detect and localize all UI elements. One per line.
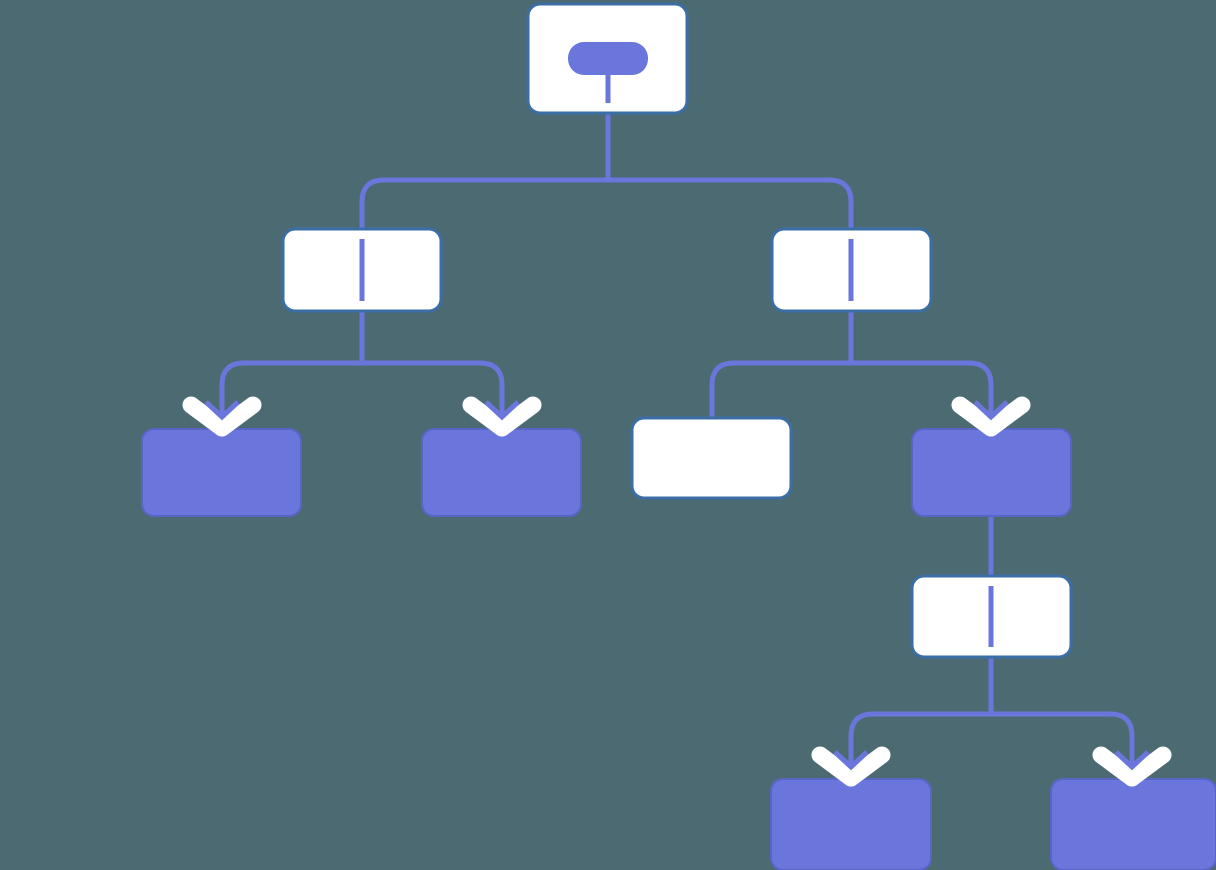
level3-node-c[interactable] xyxy=(630,416,793,500)
arrow-marker-level5-left xyxy=(811,746,891,787)
arrow-marker-node-d xyxy=(951,396,1031,437)
level5-node-left-box[interactable] xyxy=(770,778,932,870)
edge-level4-to-level5-right[interactable] xyxy=(988,657,1135,779)
arrow-marker-node-b-chevron-icon xyxy=(462,396,542,437)
level3-node-a-box[interactable] xyxy=(141,428,302,517)
edge-root-to-level2-right[interactable] xyxy=(605,113,854,229)
root-node[interactable] xyxy=(526,2,689,115)
level2-right-node[interactable] xyxy=(770,227,933,313)
arrow-marker-node-d-chevron-icon xyxy=(951,396,1031,437)
arrow-marker-node-d-arrowhead-icon xyxy=(973,400,1009,421)
arrow-marker-level5-right-chevron-icon xyxy=(1092,746,1172,787)
edge-level2-right-to-node-c[interactable] xyxy=(709,311,854,418)
arrow-marker-node-a-chevron-icon xyxy=(182,396,262,437)
level5-node-right-box[interactable] xyxy=(1050,778,1216,870)
level3-node-a[interactable] xyxy=(141,428,302,517)
edges-layer xyxy=(219,113,1135,779)
level5-node-left[interactable] xyxy=(770,778,932,870)
arrow-marker-level5-left-chevron-icon xyxy=(811,746,891,787)
edge-level4-to-level5-left[interactable] xyxy=(848,657,994,779)
level3-node-c-box[interactable] xyxy=(630,416,793,500)
nodes-layer xyxy=(141,2,1216,870)
edge-level2-left-to-node-b[interactable] xyxy=(359,311,505,429)
arrow-markers-layer xyxy=(182,396,1172,787)
root-pill-badge[interactable] xyxy=(568,42,648,75)
arrow-marker-node-b-arrowhead-icon xyxy=(484,400,520,421)
edge-level2-right-to-node-d[interactable] xyxy=(848,311,994,429)
arrow-marker-level5-left-arrowhead-icon xyxy=(833,750,869,771)
level3-node-b[interactable] xyxy=(421,428,582,517)
arrow-marker-node-b xyxy=(462,396,542,437)
arrow-marker-node-a xyxy=(182,396,262,437)
level3-node-d-box[interactable] xyxy=(911,428,1072,517)
level3-node-d[interactable] xyxy=(911,428,1072,517)
level2-left-node[interactable] xyxy=(281,227,443,313)
level5-node-right[interactable] xyxy=(1050,778,1216,870)
level4-node[interactable] xyxy=(910,574,1073,659)
level3-node-b-box[interactable] xyxy=(421,428,582,517)
arrow-marker-node-a-arrowhead-icon xyxy=(204,400,240,421)
arrow-marker-level5-right-arrowhead-icon xyxy=(1114,750,1150,771)
edge-level2-left-to-node-a[interactable] xyxy=(219,311,365,429)
arrow-marker-level5-right xyxy=(1092,746,1172,787)
